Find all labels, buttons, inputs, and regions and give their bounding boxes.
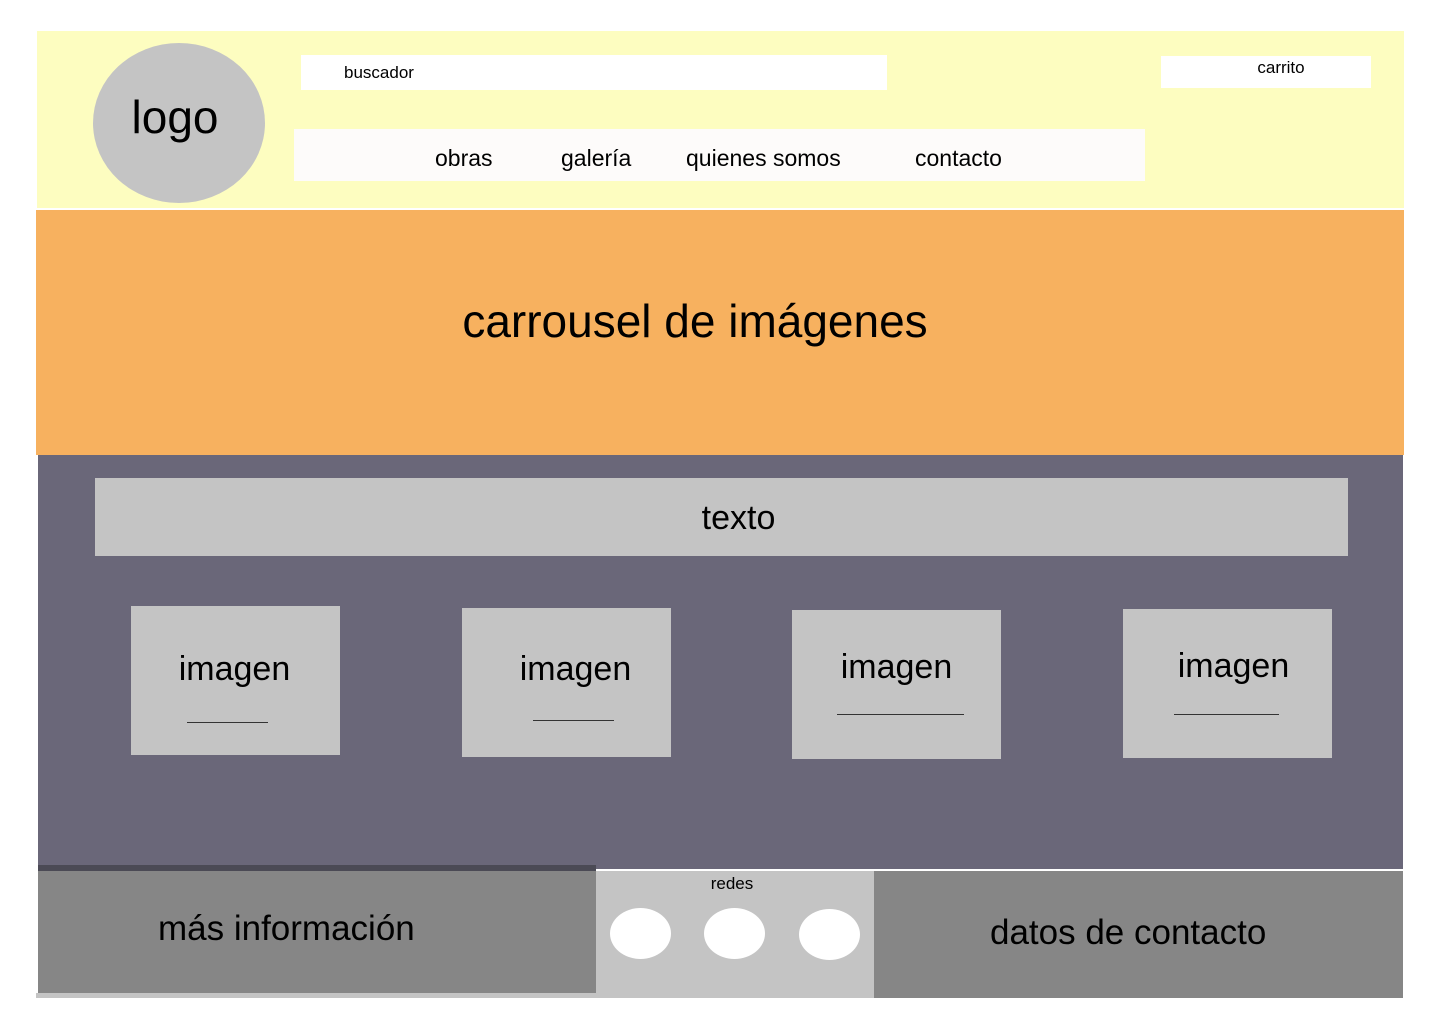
image-card-1[interactable]: imagen	[131, 606, 340, 755]
more-info-section[interactable]: más información	[38, 871, 596, 993]
image-card-label: imagen	[519, 650, 632, 688]
cart-button[interactable]: carrito	[1161, 56, 1371, 88]
main-nav: obras galería quienes somos contacto	[294, 129, 1145, 181]
footer-divider	[38, 865, 596, 871]
image-card-caption-line	[533, 720, 614, 721]
logo-text: logo	[131, 91, 219, 143]
image-carousel[interactable]: carrousel de imágenes	[36, 210, 1404, 455]
nav-item-quienes-somos[interactable]: quienes somos	[686, 145, 841, 171]
text-block-label: texto	[701, 499, 776, 537]
image-card-3[interactable]: imagen	[792, 610, 1001, 759]
image-card-4[interactable]: imagen	[1123, 609, 1332, 758]
social-label-text: redes	[710, 874, 754, 893]
nav-item-obras[interactable]: obras	[435, 145, 493, 171]
text-block: texto	[95, 478, 1348, 556]
carousel-title: carrousel de imágenes	[36, 294, 1404, 348]
image-card-caption-line	[1174, 714, 1279, 715]
image-card-label: imagen	[1177, 647, 1290, 685]
logo[interactable]: logo	[93, 43, 265, 203]
image-card-label: imagen	[840, 648, 953, 686]
social-link-icon-2[interactable]	[704, 908, 765, 959]
carousel-title-text: carrousel de imágenes	[462, 295, 928, 347]
cart-label: carrito	[1257, 58, 1305, 77]
nav-item-galeria[interactable]: galería	[561, 145, 632, 171]
contact-data-label: datos de contacto	[990, 913, 1267, 952]
image-card-caption-line	[187, 722, 268, 723]
image-card-2[interactable]: imagen	[462, 608, 671, 757]
footer-bottom-strip	[36, 993, 596, 998]
more-info-label: más información	[158, 909, 415, 948]
search-input[interactable]	[301, 55, 887, 90]
social-link-icon-3[interactable]	[799, 909, 860, 960]
social-link-icon-1[interactable]	[610, 908, 671, 959]
social-label: redes	[596, 874, 874, 894]
image-card-caption-line	[837, 714, 964, 715]
social-section: redes	[596, 871, 874, 998]
image-card-label: imagen	[178, 650, 291, 688]
contact-data-section: datos de contacto	[874, 871, 1403, 998]
nav-item-contacto[interactable]: contacto	[915, 145, 1002, 171]
